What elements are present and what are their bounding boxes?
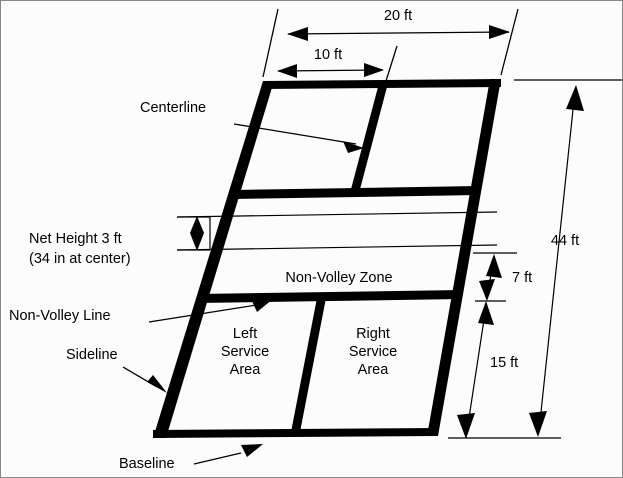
net-height-ticks bbox=[177, 216, 210, 251]
dim-line-15ft bbox=[466, 312, 486, 432]
baseline-far bbox=[263, 79, 501, 89]
arrow-head-icon bbox=[147, 375, 167, 393]
dim-line-44ft bbox=[538, 90, 576, 432]
arrow-head-icon bbox=[566, 85, 584, 111]
ext-tick-20ft-right bbox=[500, 8, 519, 76]
net-representation bbox=[176, 211, 498, 251]
ext-tick-20ft-left bbox=[262, 8, 279, 78]
diamond-arrow-icon bbox=[190, 216, 204, 251]
dimension-44ft: 44 ft bbox=[448, 79, 622, 439]
dimension-10ft: 10 ft bbox=[277, 45, 398, 82]
arrow-head-icon bbox=[241, 444, 263, 457]
leader-line-centerline bbox=[233, 123, 357, 145]
net-center-label: (34 in at center) bbox=[29, 251, 131, 267]
dim-line-20ft bbox=[287, 31, 510, 35]
dim-label-10ft: 10 ft bbox=[314, 47, 342, 63]
callout-label-centerline: Centerline bbox=[140, 100, 206, 116]
zone-label-right-service-1: Right bbox=[356, 326, 390, 342]
arrow-head-icon bbox=[489, 25, 510, 39]
callout-non-volley-line: Non-Volley Line bbox=[9, 299, 273, 324]
arrow-head-icon bbox=[457, 413, 475, 439]
callout-label-non-volley-line: Non-Volley Line bbox=[9, 308, 111, 324]
zone-label-left-service-1: Left bbox=[233, 326, 257, 342]
arrow-head-icon bbox=[251, 299, 273, 312]
arrow-head-icon bbox=[364, 63, 384, 77]
callout-sideline: Sideline bbox=[66, 347, 167, 393]
arrow-head-icon bbox=[287, 27, 308, 41]
arrow-head-icon bbox=[478, 301, 494, 325]
ext-tick-10ft-right bbox=[385, 45, 398, 82]
court-interior-lines bbox=[197, 87, 479, 432]
leader-line-non-volley bbox=[148, 303, 264, 323]
dimension-15ft: 15 ft bbox=[457, 301, 518, 439]
net-line-far bbox=[176, 211, 498, 218]
zone-label-non-volley: Non-Volley Zone bbox=[285, 270, 392, 286]
arrow-head-icon bbox=[486, 254, 502, 278]
callout-label-baseline: Baseline bbox=[119, 456, 175, 472]
arrow-head-icon bbox=[277, 64, 297, 78]
zone-labels: Non-Volley Zone Left Service Area Right … bbox=[221, 270, 397, 378]
zone-label-right-service-2: Service bbox=[349, 344, 397, 360]
net-line-near bbox=[176, 244, 498, 251]
net-height-label-group: Net Height 3 ft (34 in at center) bbox=[29, 231, 131, 267]
dimension-7ft: 7 ft bbox=[473, 252, 532, 302]
baseline-near bbox=[153, 428, 438, 438]
centerline-near bbox=[291, 298, 326, 432]
court-outline bbox=[153, 79, 501, 438]
arrow-head-icon bbox=[529, 411, 547, 437]
net-height-label: Net Height 3 ft bbox=[29, 231, 122, 247]
arrow-head-icon bbox=[343, 141, 364, 153]
dim-label-44ft: 44 ft bbox=[551, 233, 579, 249]
dim-label-20ft: 20 ft bbox=[384, 8, 412, 24]
callout-label-sideline: Sideline bbox=[66, 347, 118, 363]
dimension-20ft: 20 ft bbox=[262, 8, 519, 78]
sideline-left bbox=[153, 81, 274, 438]
arrow-head-icon bbox=[479, 279, 495, 301]
zone-label-left-service-3: Area bbox=[230, 362, 262, 378]
non-volley-line-near bbox=[197, 290, 462, 303]
dim-label-15ft: 15 ft bbox=[490, 355, 518, 371]
centerline-far bbox=[350, 87, 387, 193]
sideline-right bbox=[427, 79, 501, 436]
leader-line-baseline bbox=[193, 452, 242, 465]
callout-baseline: Baseline bbox=[119, 444, 263, 472]
dim-label-7ft: 7 ft bbox=[512, 270, 532, 286]
zone-label-left-service-2: Service bbox=[221, 344, 269, 360]
zone-label-right-service-3: Area bbox=[358, 362, 390, 378]
callout-centerline: Centerline bbox=[140, 100, 364, 153]
